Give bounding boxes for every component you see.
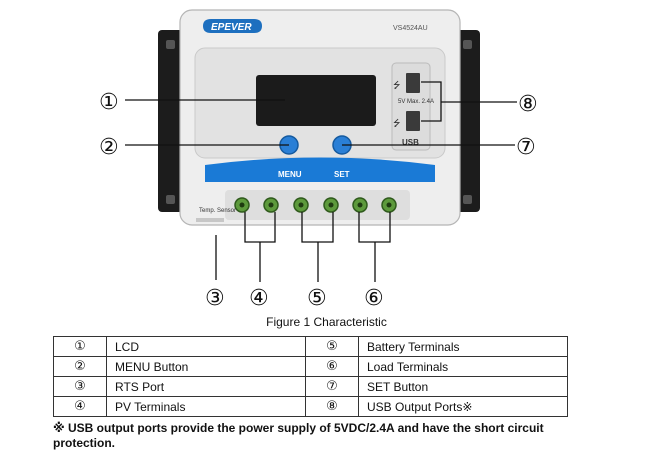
table-cell-label: Load Terminals bbox=[358, 356, 568, 377]
callout-8: ⑧ bbox=[518, 92, 538, 117]
table-cell-label: PV Terminals bbox=[106, 396, 306, 417]
callout-3: ③ bbox=[205, 286, 225, 311]
table-row: ③ RTS Port ⑦ SET Button bbox=[53, 376, 568, 397]
table-cell-number: ⑦ bbox=[305, 376, 359, 397]
table-cell-number: ③ bbox=[53, 376, 107, 397]
terminal-screws bbox=[234, 197, 397, 213]
callout-5: ⑤ bbox=[307, 286, 327, 311]
usb-port-top[interactable] bbox=[406, 73, 420, 93]
table-cell-number: ④ bbox=[53, 396, 107, 417]
characteristic-table: ① LCD ⑤ Battery Terminals ② MENU Button … bbox=[53, 336, 568, 417]
brand-badge bbox=[203, 19, 262, 33]
callout-1: ① bbox=[99, 90, 119, 115]
temp-sensor-label: Temp. Sensor bbox=[199, 208, 236, 214]
callout-7: ⑦ bbox=[516, 135, 536, 160]
table-cell-label: RTS Port bbox=[106, 376, 306, 397]
callout-2: ② bbox=[99, 135, 119, 160]
menu-button-label: MENU bbox=[278, 170, 302, 179]
button-label-band bbox=[205, 157, 435, 182]
table-cell-number: ① bbox=[53, 336, 107, 357]
model-number: VS4524AU bbox=[393, 25, 428, 32]
figure-caption: Figure 1 Characteristic bbox=[266, 315, 387, 329]
table-row: ② MENU Button ⑥ Load Terminals bbox=[53, 356, 568, 377]
lcd-screen bbox=[256, 75, 376, 126]
table-row: ① LCD ⑤ Battery Terminals bbox=[53, 336, 568, 357]
usb-rating: 5V Max. 2.4A bbox=[398, 99, 434, 105]
table-cell-label: SET Button bbox=[358, 376, 568, 397]
table-cell-label: MENU Button bbox=[106, 356, 306, 377]
brand-logo: EPEVER bbox=[211, 22, 252, 33]
table-cell-number: ② bbox=[53, 356, 107, 377]
table-row: ④ PV Terminals ⑧ USB Output Ports※ bbox=[53, 396, 568, 417]
table-cell-label: Battery Terminals bbox=[358, 336, 568, 357]
left-mounting-bracket bbox=[158, 30, 183, 212]
table-cell-number: ⑧ bbox=[305, 396, 359, 417]
table-cell-label: LCD bbox=[106, 336, 306, 357]
usb-icon-top: ⭍ bbox=[393, 80, 401, 91]
usb-icon-bottom: ⭍ bbox=[393, 118, 401, 129]
table-cell-label: USB Output Ports※ bbox=[358, 396, 568, 417]
set-button-label: SET bbox=[334, 170, 350, 179]
controller-diagram: EPEVER VS4524AU MENU SET ⭍ ⭍ 5V Max. 2.4… bbox=[99, 9, 538, 311]
callout-4: ④ bbox=[249, 286, 269, 311]
footnote: ※ USB output ports provide the power sup… bbox=[53, 421, 544, 450]
right-mounting-bracket bbox=[455, 30, 480, 212]
usb-port-bottom[interactable] bbox=[406, 111, 420, 131]
table-cell-number: ⑤ bbox=[305, 336, 359, 357]
leader-lines bbox=[125, 81, 517, 282]
table-cell-number: ⑥ bbox=[305, 356, 359, 377]
usb-label: USB bbox=[402, 138, 419, 147]
callout-6: ⑥ bbox=[364, 286, 384, 311]
